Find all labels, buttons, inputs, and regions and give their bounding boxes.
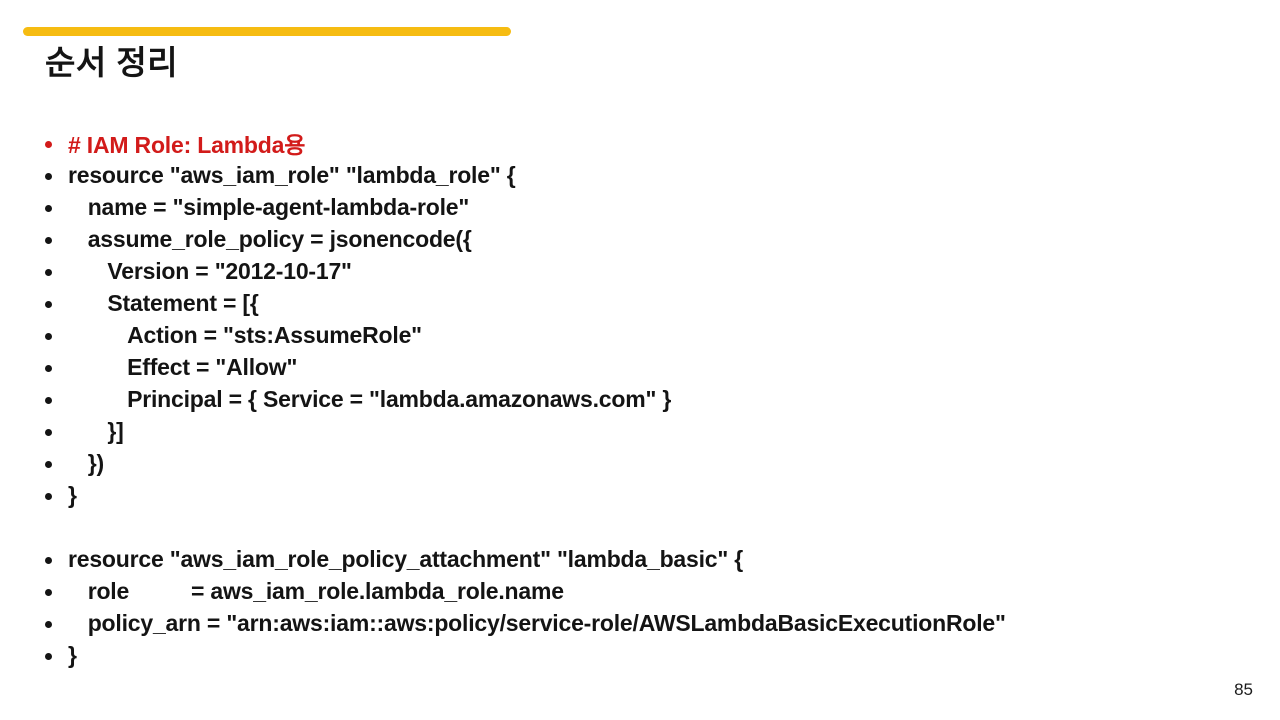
- page-number: 85: [1234, 680, 1253, 699]
- code-line: }: [0, 639, 1280, 671]
- code-line: resource "aws_iam_role_policy_attachment…: [0, 543, 1280, 575]
- code-line: Statement = [{: [0, 287, 1280, 319]
- bullet-icon: [45, 396, 52, 404]
- bullet-icon: [45, 492, 52, 500]
- bullet-icon: [45, 204, 52, 212]
- code-text: name = "simple-agent-lambda-role": [87, 193, 470, 220]
- code-text: }): [87, 449, 104, 476]
- bullet-icon: [45, 140, 52, 148]
- bullet-icon: [45, 300, 52, 308]
- code-text: Version = "2012-10-17": [107, 257, 352, 284]
- code-text: }: [68, 641, 77, 668]
- code-line: role = aws_iam_role.lambda_role.name: [0, 575, 1280, 607]
- code-line: Principal = { Service = "lambda.amazonaw…: [0, 383, 1280, 415]
- code-line: assume_role_policy = jsonencode({: [0, 223, 1280, 255]
- code-text: # IAM Role: Lambda용: [68, 132, 306, 158]
- code-line: }]: [0, 415, 1280, 447]
- code-text: assume_role_policy = jsonencode({: [87, 225, 472, 252]
- bullet-icon: [45, 460, 52, 468]
- bullet-icon: [45, 652, 52, 660]
- code-text: Action = "sts:AssumeRole": [127, 321, 422, 348]
- code-line: Version = "2012-10-17": [0, 255, 1280, 287]
- code-line: # IAM Role: Lambda용: [0, 127, 1280, 159]
- code-line: policy_arn = "arn:aws:iam::aws:policy/se…: [0, 607, 1280, 639]
- bullet-icon: [45, 268, 52, 276]
- bullet-icon: [45, 588, 52, 596]
- code-text: }: [68, 481, 77, 508]
- bullet-icon: [45, 364, 52, 372]
- code-line: }: [0, 479, 1280, 511]
- code-text: Principal = { Service = "lambda.amazonaw…: [127, 385, 672, 412]
- code-line: Action = "sts:AssumeRole": [0, 319, 1280, 351]
- bullet-icon: [45, 428, 52, 436]
- code-line: name = "simple-agent-lambda-role": [0, 191, 1280, 223]
- bullet-icon: [45, 236, 52, 244]
- code-text: resource "aws_iam_role" "lambda_role" {: [68, 161, 516, 188]
- code-line: Effect = "Allow": [0, 351, 1280, 383]
- code-list: # IAM Role: Lambda용 resource "aws_iam_rol…: [0, 127, 1280, 671]
- bullet-icon: [45, 620, 52, 628]
- code-text: Effect = "Allow": [127, 353, 298, 380]
- code-text: role = aws_iam_role.lambda_role.name: [87, 577, 564, 604]
- code-line-blank: [0, 511, 1280, 543]
- code-line: }): [0, 447, 1280, 479]
- slide-title: 순서 정리: [45, 44, 179, 81]
- title-accent-bar: [23, 27, 511, 36]
- bullet-icon: [45, 332, 52, 340]
- code-text: policy_arn = "arn:aws:iam::aws:policy/se…: [87, 609, 1006, 636]
- bullet-icon: [45, 556, 52, 564]
- code-text: Statement = [{: [107, 289, 259, 316]
- code-text: }]: [107, 417, 124, 444]
- bullet-icon: [45, 172, 52, 180]
- code-line: resource "aws_iam_role" "lambda_role" {: [0, 159, 1280, 191]
- code-text: resource "aws_iam_role_policy_attachment…: [68, 545, 744, 572]
